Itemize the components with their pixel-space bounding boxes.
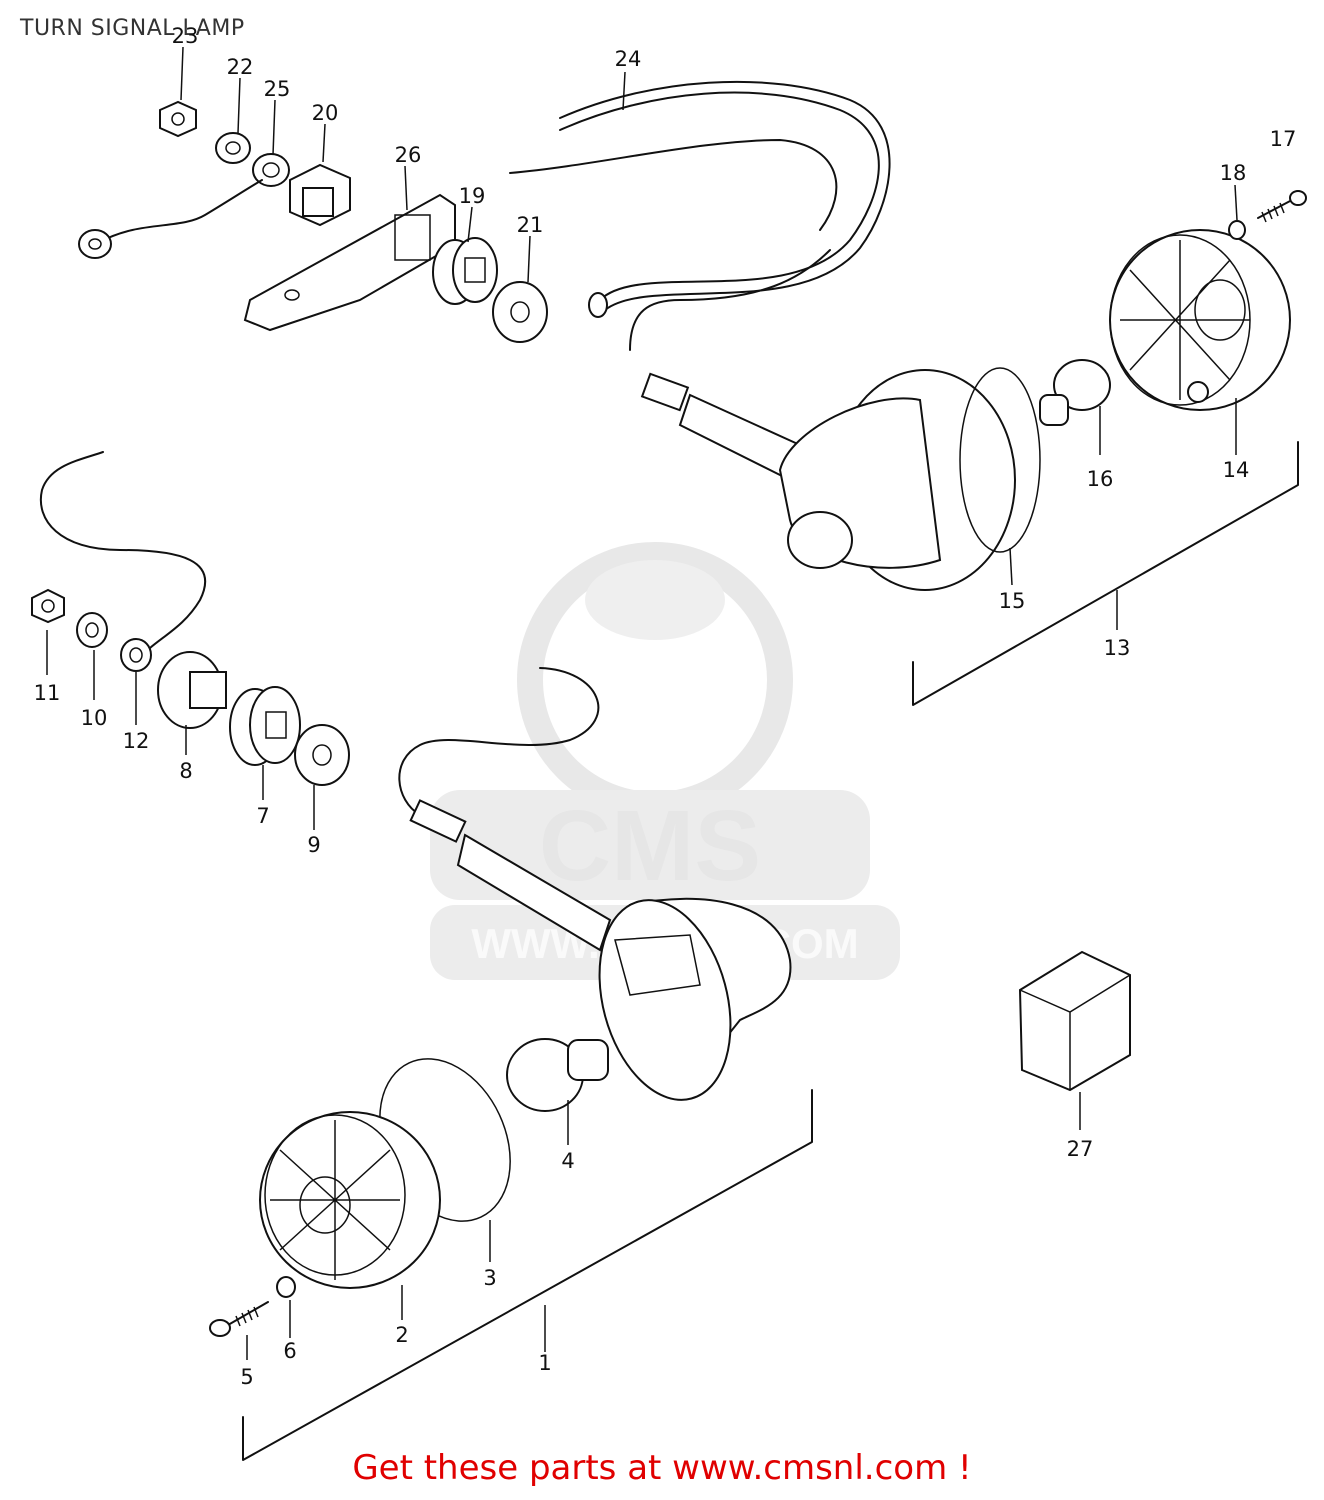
spacer-8	[157, 651, 227, 729]
leader-lines	[46, 46, 1238, 1360]
nut-11	[31, 588, 65, 624]
callout-10: 10	[81, 706, 108, 730]
callout-20: 20	[312, 101, 339, 125]
callout-25: 25	[264, 77, 291, 101]
callout-6: 6	[283, 1339, 296, 1363]
callout-19: 19	[459, 184, 486, 208]
callout-22: 22	[227, 55, 254, 79]
callout-11: 11	[34, 681, 61, 705]
washer-12	[120, 638, 152, 672]
diagram-title: TURN SIGNAL LAMP	[20, 16, 245, 41]
callout-27: 27	[1067, 1137, 1094, 1161]
callout-12: 12	[123, 729, 150, 753]
ground-wire	[78, 179, 263, 259]
screw-17	[1257, 190, 1307, 223]
lamp-housing-13	[778, 369, 1016, 591]
callout-5: 5	[240, 1365, 253, 1389]
bracket-13	[912, 441, 1299, 706]
washer-10	[76, 612, 108, 648]
callout-17: 17	[1270, 127, 1297, 151]
watermark-brand: CMS	[539, 790, 761, 902]
washer-6	[276, 1276, 296, 1298]
lamp-housing-1	[598, 897, 792, 1101]
washer-18	[1228, 220, 1246, 240]
callout-16: 16	[1087, 467, 1114, 491]
washer-22	[215, 132, 251, 164]
callout-4: 4	[561, 1149, 574, 1173]
callout-18: 18	[1220, 161, 1247, 185]
spacer-20	[289, 163, 351, 227]
lamp-wire-left	[398, 667, 600, 816]
gasket-15	[959, 367, 1041, 553]
lens-2	[259, 1111, 441, 1289]
callout-3: 3	[483, 1266, 496, 1290]
wire-tube-24	[509, 80, 891, 318]
callout-21: 21	[517, 213, 544, 237]
screw-5	[209, 1301, 269, 1337]
callout-8: 8	[179, 759, 192, 783]
callout-14: 14	[1223, 458, 1250, 482]
callout-26: 26	[395, 143, 422, 167]
callout-24: 24	[615, 47, 642, 71]
bulb-4	[506, 1038, 609, 1112]
callout-labels: 1 2 3 4 5 6 7 8 9 10 11 12 13 14 15 16 1…	[34, 24, 1297, 1389]
bulb-16	[1039, 359, 1111, 426]
grommet-7	[229, 686, 301, 766]
callout-13: 13	[1104, 636, 1131, 660]
promo-link[interactable]: Get these parts at www.cmsnl.com !	[352, 1448, 972, 1488]
callout-23: 23	[172, 24, 199, 48]
washer-25	[252, 153, 290, 187]
callout-1: 1	[538, 1351, 551, 1375]
callout-15: 15	[999, 589, 1026, 613]
lamp-stem-left	[409, 799, 612, 952]
callout-7: 7	[256, 804, 269, 828]
lamp-stem-right	[640, 372, 802, 482]
nut-23	[159, 100, 197, 138]
grommet-19	[432, 237, 498, 305]
lamp-wire-right	[629, 249, 831, 351]
callout-9: 9	[307, 833, 320, 857]
bracket-26	[243, 193, 456, 332]
relay-27	[1018, 950, 1131, 1092]
callout-2: 2	[395, 1323, 408, 1347]
washer-21	[492, 281, 548, 343]
washer-9	[294, 724, 350, 786]
ground-wire-left	[39, 451, 207, 649]
bracket-1	[242, 1089, 813, 1461]
lens-14	[1109, 229, 1291, 411]
